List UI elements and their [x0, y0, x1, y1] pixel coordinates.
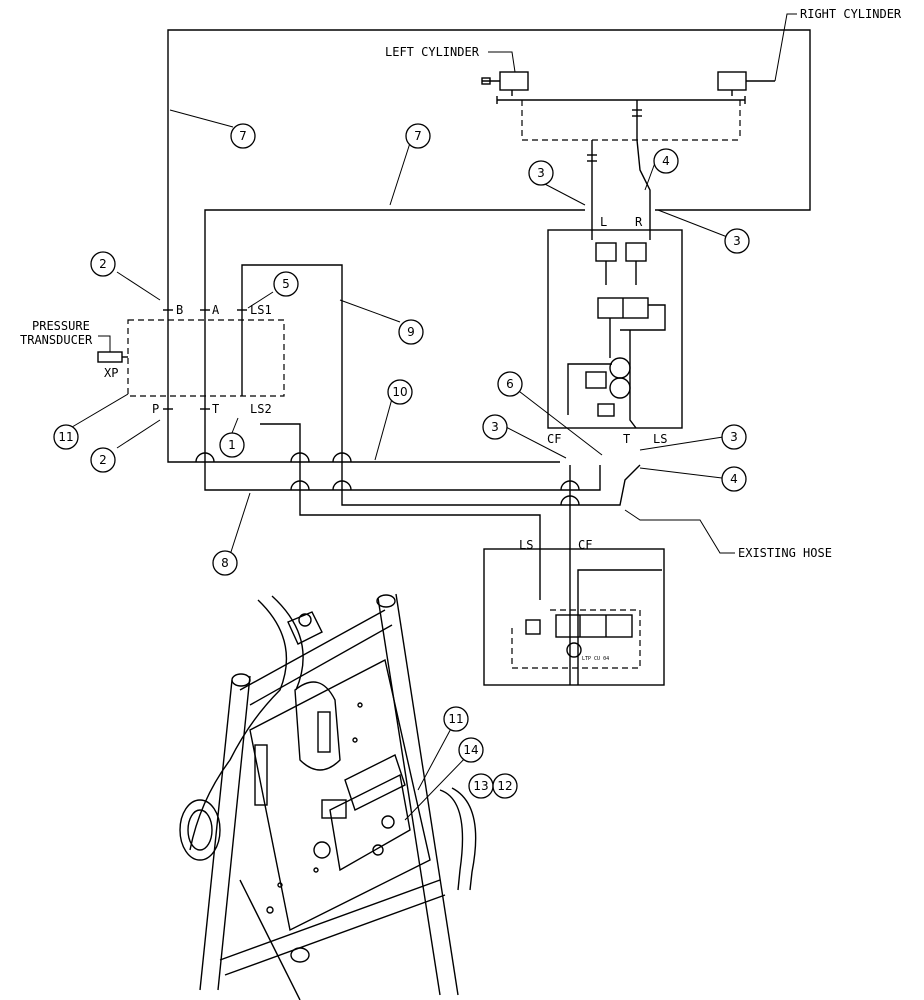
port-ls1: LS1	[250, 303, 272, 317]
callout-9: 9	[407, 325, 415, 339]
port-ls-top: LS	[653, 432, 667, 446]
priority-valve-block	[483, 548, 665, 686]
cylinder-hoses	[496, 96, 746, 210]
mounting-illustration	[179, 593, 477, 1000]
callout-6: 6	[506, 377, 514, 391]
callout-4b: 4	[730, 472, 738, 486]
left-cylinder-label: LEFT CYLINDER	[385, 45, 480, 59]
port-r: R	[635, 215, 643, 229]
port-b: B	[176, 303, 183, 317]
control-valve-ports	[163, 300, 247, 425]
callout-4a: 4	[662, 154, 670, 168]
hose-8-tank-line	[204, 425, 601, 491]
callout-2a: 2	[99, 257, 107, 271]
callout-7b: 7	[414, 129, 422, 143]
port-l: L	[600, 215, 607, 229]
callout-10: 10	[392, 385, 407, 399]
pressure-transducer	[97, 351, 128, 363]
callout-3d: 3	[730, 430, 738, 444]
callout-11b: 11	[448, 712, 463, 726]
transducer-leader	[98, 335, 111, 352]
pressure-label: PRESSURE	[32, 319, 90, 333]
existing-hose-leader	[624, 509, 735, 554]
port-cf-bottom: CF	[578, 538, 592, 552]
left-cylinder-leader	[488, 51, 516, 73]
hose-existing-line	[341, 462, 641, 506]
hose-crossings	[195, 452, 580, 506]
right-cylinder	[717, 71, 775, 96]
priority-valve-internals	[511, 535, 662, 685]
hose-7-a-line	[204, 209, 585, 300]
transducer-label: TRANSDUCER	[20, 333, 93, 347]
left-cylinder	[481, 71, 529, 96]
port-p: P	[152, 402, 159, 416]
callout-leaders	[66, 109, 736, 821]
port-ls-bottom: LS	[519, 538, 533, 552]
hose-7-b-line	[167, 29, 811, 300]
port-a: A	[212, 303, 220, 317]
callout-14: 14	[463, 743, 478, 757]
callout-13: 13	[473, 779, 488, 793]
steering-valve-internals	[567, 210, 666, 429]
valve-tag: LTP CU 04	[582, 656, 609, 662]
callout-7a: 7	[239, 129, 247, 143]
hose-ls2-line	[260, 423, 541, 535]
callout-2b: 2	[99, 453, 107, 467]
xp-label: XP	[104, 366, 118, 380]
callout-bubbles: 2 2 11 1 5 7 7 9 10 8 3 3 4 6 3 3 4 11 1…	[53, 123, 750, 799]
right-cylinder-leader	[774, 13, 797, 82]
callout-3c: 3	[491, 420, 499, 434]
callout-1: 1	[228, 438, 236, 452]
callout-5: 5	[282, 277, 290, 291]
callout-11a: 11	[58, 430, 73, 444]
callout-3a: 3	[537, 166, 545, 180]
hose-9-ls1-line	[241, 264, 343, 462]
callout-8: 8	[221, 556, 229, 570]
callout-3b: 3	[733, 234, 741, 248]
port-t: T	[212, 402, 219, 416]
steering-valve-block	[547, 229, 683, 429]
control-valve-body	[127, 319, 285, 397]
right-cylinder-label: RIGHT CYLINDER	[800, 7, 902, 21]
callout-12: 12	[497, 779, 512, 793]
port-t-block: T	[623, 432, 630, 446]
existing-hose-label: EXISTING HOSE	[738, 546, 832, 560]
port-cf-top: CF	[547, 432, 561, 446]
port-ls2: LS2	[250, 402, 272, 416]
hose-10-pressure-line	[167, 425, 560, 463]
